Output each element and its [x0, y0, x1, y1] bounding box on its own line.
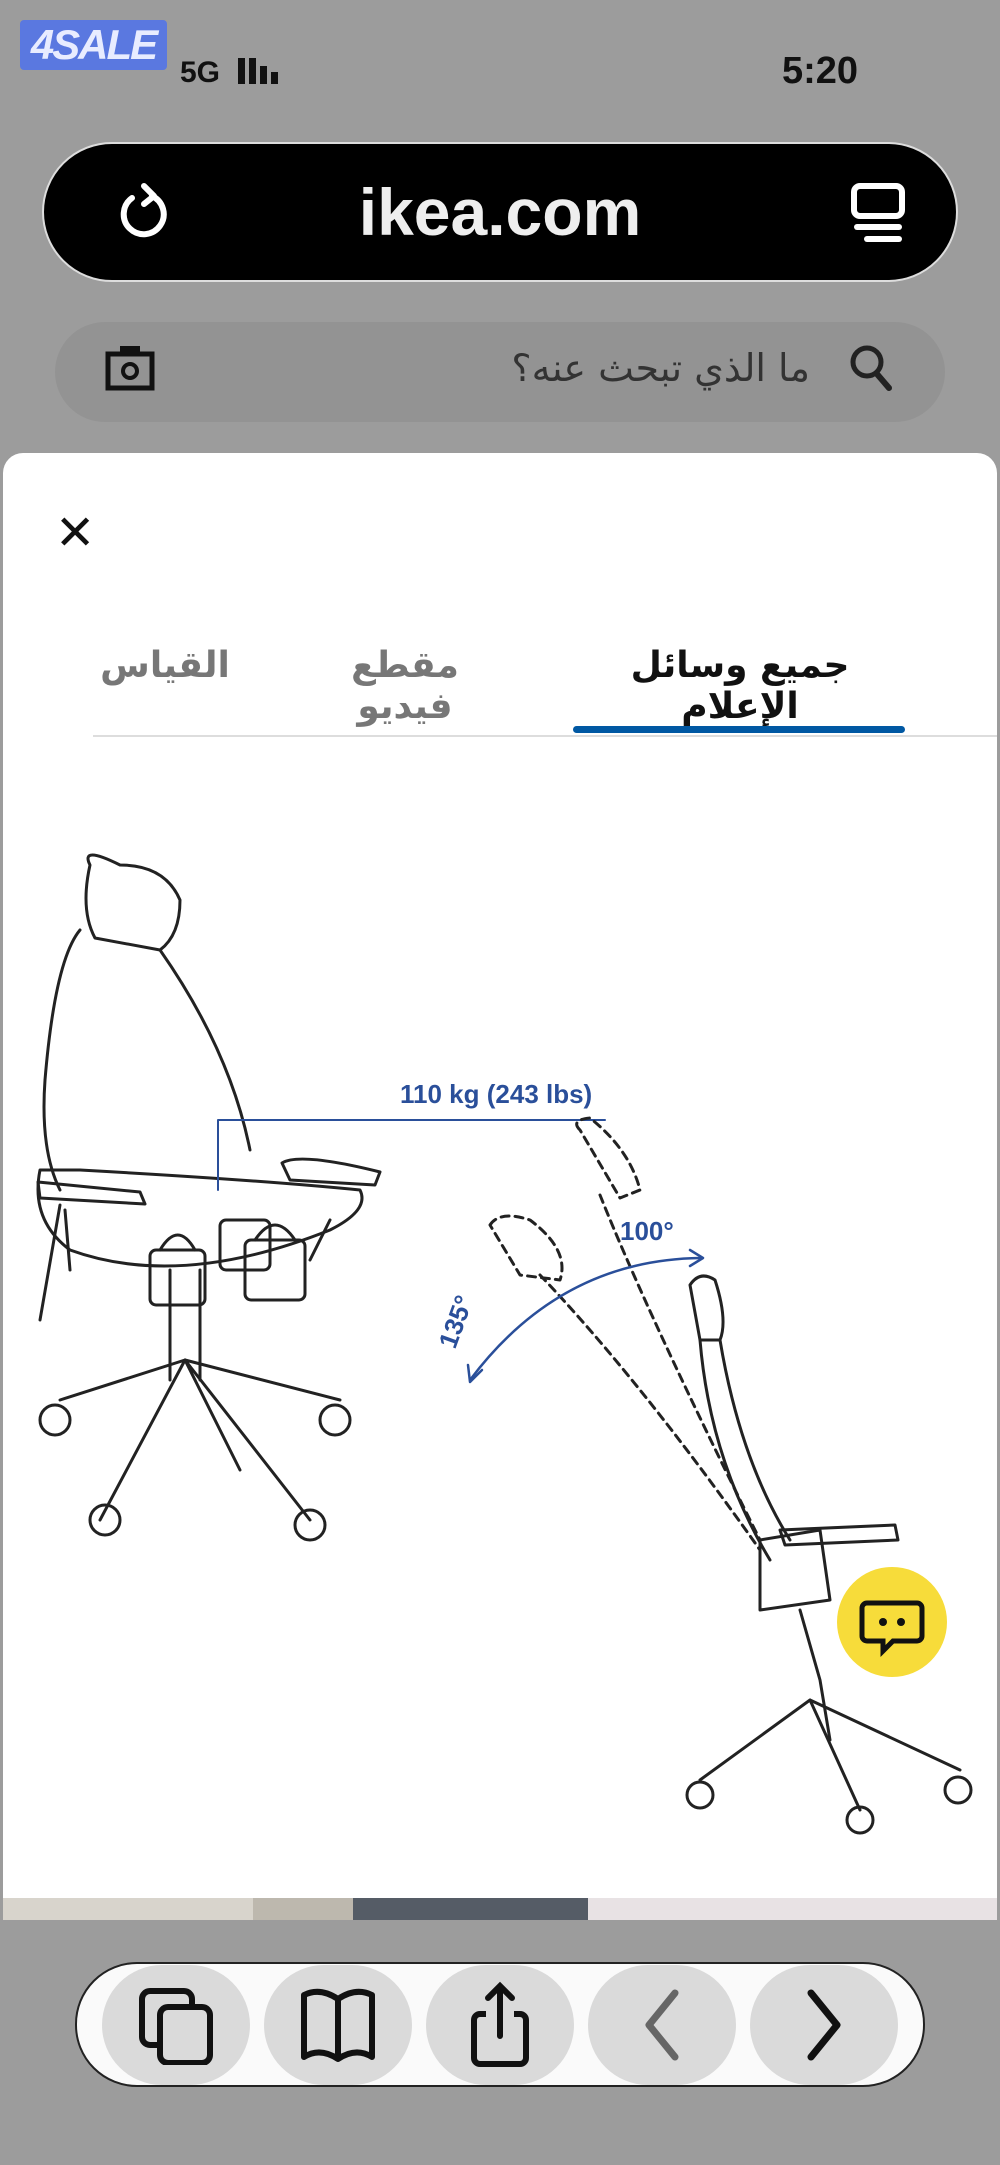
load-capacity-label: 110 kg (243 lbs): [400, 1079, 592, 1109]
tab-measurements[interactable]: القياس: [100, 645, 230, 686]
close-icon[interactable]: ✕: [55, 507, 96, 560]
network-type: 5G: [180, 56, 221, 89]
back-icon: [645, 1989, 679, 2060]
active-tab-indicator: [573, 726, 905, 733]
address-bar[interactable]: ikea.com: [42, 142, 958, 282]
forward-icon: [807, 1989, 841, 2060]
tabs-icon: [139, 1987, 213, 2065]
forward-button[interactable]: [750, 1964, 898, 2085]
clock: 5:20: [781, 50, 858, 92]
tab-all-media[interactable]: جميع وسائل الإعلام: [630, 645, 850, 727]
chair-recline-illustration: [466, 1116, 973, 1835]
chat-button[interactable]: [837, 1567, 947, 1677]
browser-toolbar: [75, 1962, 925, 2087]
chat-icon: [859, 1600, 925, 1658]
share-icon: [471, 1981, 529, 2067]
upright-angle-label: 100°: [620, 1216, 674, 1246]
product-image-chair-diagram[interactable]: 110 kg (243 lbs) 100° 135°: [0, 820, 1000, 1890]
search-bar[interactable]: ما الذي تبحث عنه؟: [55, 322, 945, 422]
media-sheet: [3, 453, 997, 1920]
reload-icon[interactable]: [114, 182, 174, 244]
tab-divider: [93, 735, 997, 737]
url-text: ikea.com: [358, 175, 642, 249]
bookmarks-icon: [301, 1988, 375, 2062]
share-button[interactable]: [426, 1964, 574, 2085]
recline-angle-label: 135°: [432, 1291, 479, 1352]
camera-icon[interactable]: [105, 342, 155, 392]
chair-weight-illustration: [36, 853, 606, 1542]
back-button[interactable]: [588, 1964, 736, 2085]
search-icon[interactable]: [847, 342, 895, 394]
signal-icon: [238, 58, 278, 84]
search-input[interactable]: ما الذي تبحث عنه؟: [511, 346, 810, 390]
reader-mode-icon[interactable]: [850, 182, 906, 244]
tab-video[interactable]: مقطع فيديو: [351, 645, 459, 727]
thumbnail-strip[interactable]: [3, 1898, 997, 1920]
tabs-button[interactable]: [102, 1964, 250, 2085]
watermark-logo: 4SALE: [20, 20, 167, 70]
bookmarks-button[interactable]: [264, 1964, 412, 2085]
